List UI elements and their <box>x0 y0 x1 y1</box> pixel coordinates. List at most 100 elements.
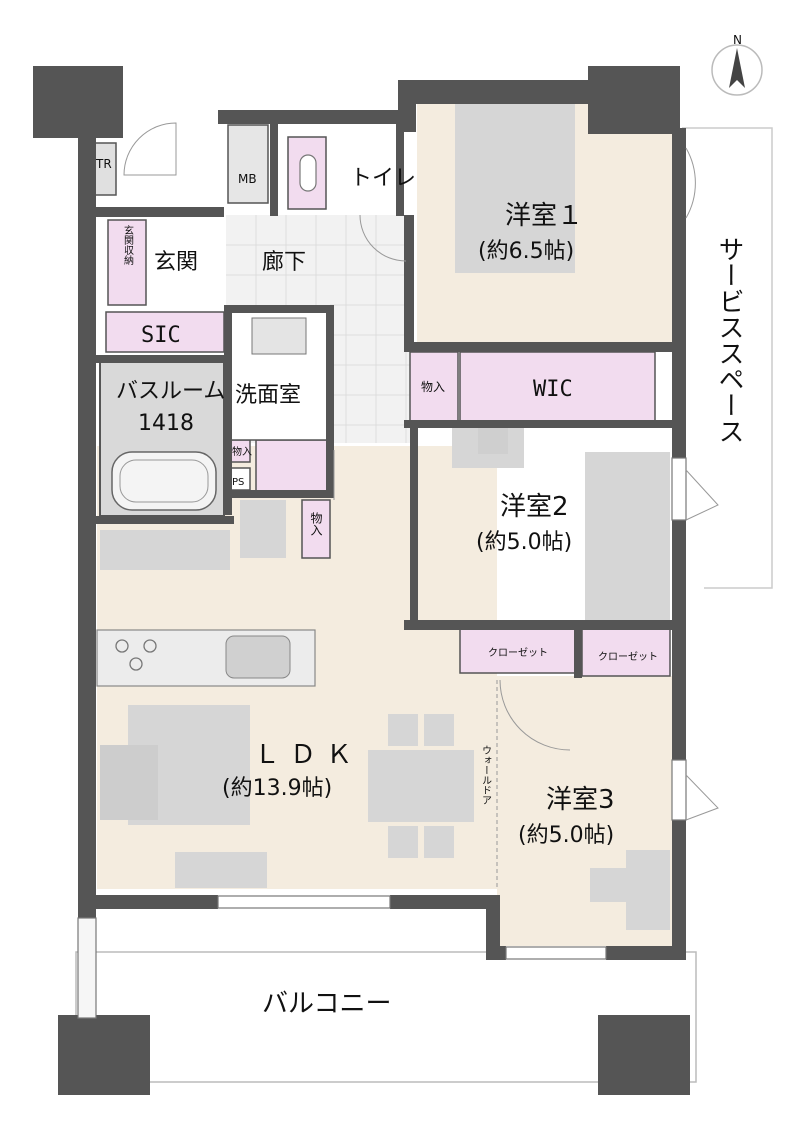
wall-w1-west <box>404 215 414 345</box>
wall-w2-north <box>404 420 672 428</box>
storage-label-wash: 物入 <box>232 445 252 458</box>
western3-name: 洋室3 <box>546 785 615 815</box>
bath-name: バスルーム <box>116 379 225 404</box>
dining-chair-2 <box>424 714 454 746</box>
wall-closet-divider <box>574 628 582 678</box>
wall-north-wet <box>218 110 416 124</box>
wall-mb-toilet <box>270 124 278 216</box>
wall-wash-north <box>224 305 334 313</box>
wall-south-ldk-1 <box>78 895 218 909</box>
wall-east-2 <box>672 520 686 760</box>
mb-label: MB <box>238 172 257 186</box>
entrance-storage-name: 玄関収納 <box>122 224 134 266</box>
bathtub-inner <box>119 459 209 503</box>
bed-western2 <box>585 452 670 622</box>
wall-entrance-north <box>94 207 224 217</box>
wall-column-sw <box>58 1015 150 1095</box>
wall-south-w3-2 <box>606 946 686 960</box>
walldoor-label: ウォールドア <box>480 745 492 805</box>
closet-right-block <box>581 627 671 677</box>
w1-balcony-door-swing <box>685 147 696 219</box>
wall-column-se <box>598 1015 690 1095</box>
wall-toilet-east <box>396 124 404 216</box>
wall-south-w3-left <box>486 895 500 960</box>
stove-icon <box>115 639 157 671</box>
wall-north-w1 <box>398 80 588 104</box>
w1-door-swing <box>359 214 407 262</box>
hallway-tiles <box>226 215 412 443</box>
western1-size: (約6.5帖) <box>478 239 574 264</box>
wall-east-1 <box>672 128 686 458</box>
storage-label-wic: 物入 <box>421 380 445 394</box>
entrance-name: 玄関 <box>154 250 198 275</box>
ldk-name: ＬＤＫ <box>254 740 362 770</box>
north-compass-icon: N <box>711 33 763 96</box>
western2-name: 洋室2 <box>500 492 569 522</box>
compass-label: N <box>733 33 742 47</box>
wic-block <box>459 351 656 423</box>
western3-size: (約5.0帖) <box>518 823 614 848</box>
bathtub-icon <box>111 451 217 511</box>
wall-wash-east <box>326 305 334 495</box>
mb-block <box>227 124 269 204</box>
dining-table <box>368 750 474 822</box>
dining-chair-1 <box>388 714 418 746</box>
wall-w1-south <box>404 342 672 352</box>
window-ldk <box>217 895 391 909</box>
window-western2 <box>671 457 687 521</box>
armchair-ldk <box>100 745 158 820</box>
tr-label: TR <box>95 157 112 171</box>
window-western3-east <box>671 759 687 821</box>
chair-western2 <box>478 426 508 454</box>
wash-name: 洗面室 <box>235 383 301 408</box>
wall-bath-south <box>94 516 234 524</box>
wall-south-ldk-2 <box>390 895 490 909</box>
tv-stand-ldk <box>175 852 267 888</box>
wash-storage-block <box>255 439 329 493</box>
closet-label-left: クローゼット <box>488 647 548 659</box>
bath-size: 1418 <box>138 411 194 436</box>
storage-ldk-block <box>301 499 331 559</box>
sic-block <box>105 311 225 353</box>
entrance-door-swing <box>123 122 177 176</box>
cabinet-ldk <box>100 530 230 570</box>
fridge-ldk <box>240 500 286 558</box>
dining-chair-3 <box>388 826 418 858</box>
wall-w2-west <box>410 426 418 626</box>
window-west-balcony <box>77 917 97 1019</box>
wall-column-ne <box>588 66 680 134</box>
wall-south-w3-1 <box>486 946 506 960</box>
w2-window-swing <box>685 469 719 521</box>
western2-size: (約5.0帖) <box>476 530 572 555</box>
ps-label: PS <box>232 477 244 488</box>
window-western3 <box>505 946 607 960</box>
wall-column-nw <box>33 66 123 138</box>
wall-w2-south <box>404 620 672 630</box>
toilet-name: トイレ <box>350 166 416 191</box>
storage-wic-block <box>409 351 459 423</box>
closet-label-right: クローゼット <box>598 651 658 663</box>
wall-wash-south <box>224 490 334 498</box>
wall-wash-west <box>224 305 232 515</box>
w3-window-swing <box>685 774 719 821</box>
balcony-name: バルコニー <box>262 989 391 1019</box>
service-space-name: サービススペース <box>714 236 744 444</box>
storage-label-ldk: 物入 <box>309 512 323 536</box>
wall-west <box>78 138 96 918</box>
wic-name: WIC <box>533 377 573 402</box>
sic-name: SIC <box>141 323 181 348</box>
western1-name: 洋室１ <box>505 201 583 231</box>
desk-western3 <box>626 850 670 930</box>
ldk-size: (約13.9帖) <box>222 776 332 801</box>
dining-chair-4 <box>424 826 454 858</box>
wall-sic-south <box>94 355 230 363</box>
washing-machine-icon <box>251 317 307 355</box>
hallway-name: 廊下 <box>262 250 306 275</box>
service-space-outline <box>682 127 773 589</box>
w3-door-swing <box>499 679 571 751</box>
toilet-icon <box>299 154 317 192</box>
entrance-storage-block <box>107 219 147 306</box>
sink-icon <box>225 635 291 679</box>
bed-western1 <box>455 103 575 273</box>
